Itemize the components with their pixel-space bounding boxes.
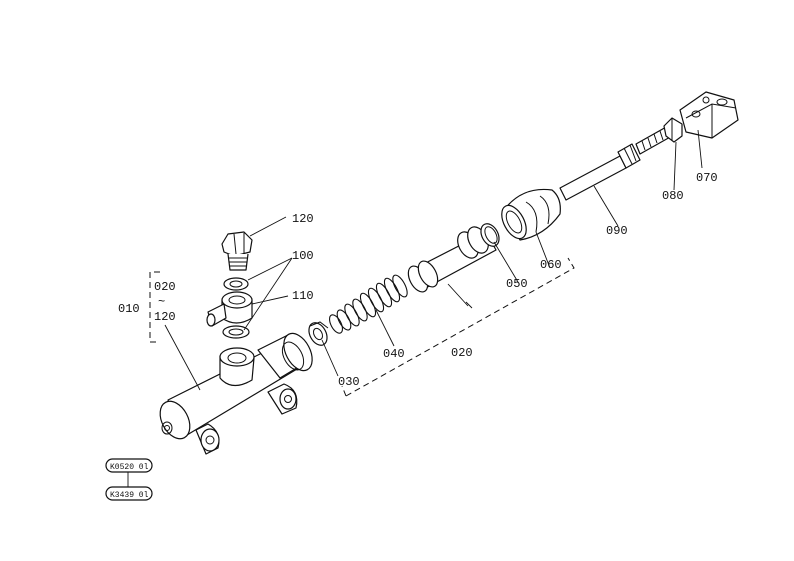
washer-lower <box>222 325 250 339</box>
washer-upper <box>223 277 249 291</box>
plug-bolt <box>221 231 253 271</box>
label-range-tilde: ~ <box>158 295 165 309</box>
label-120-range-end: 120 <box>154 310 176 324</box>
group-bracket-010 <box>149 271 160 343</box>
dust-boot <box>501 188 561 241</box>
label-010: 010 <box>118 302 140 316</box>
code-lower: K3439 0l <box>110 491 149 500</box>
reference-codes: K0520 0l K3439 0l <box>105 458 153 501</box>
cylinder-body <box>159 332 313 455</box>
code-box-upper <box>105 458 153 473</box>
piston <box>407 226 497 293</box>
assembly-bracket-020 <box>341 257 575 397</box>
label-120: 120 <box>292 212 314 226</box>
label-020: 020 <box>451 346 473 360</box>
label-020-range-start: 020 <box>154 280 176 294</box>
push-rod <box>559 125 673 201</box>
code-box-lower <box>105 486 153 501</box>
label-080: 080 <box>662 189 684 203</box>
clevis-yoke <box>679 91 739 139</box>
banjo-joint <box>206 291 253 327</box>
label-070: 070 <box>696 171 718 185</box>
label-040: 040 <box>383 347 405 361</box>
leader-lines <box>164 129 703 391</box>
label-050: 050 <box>506 277 528 291</box>
spring-040 <box>329 274 408 334</box>
label-100: 100 <box>292 249 314 263</box>
label-030: 030 <box>338 375 360 389</box>
label-090: 090 <box>606 224 628 238</box>
seal-030 <box>308 321 329 346</box>
label-060: 060 <box>540 258 562 272</box>
label-110: 110 <box>292 289 314 303</box>
lock-nut <box>663 117 683 143</box>
code-upper: K0520 0l <box>110 463 149 472</box>
